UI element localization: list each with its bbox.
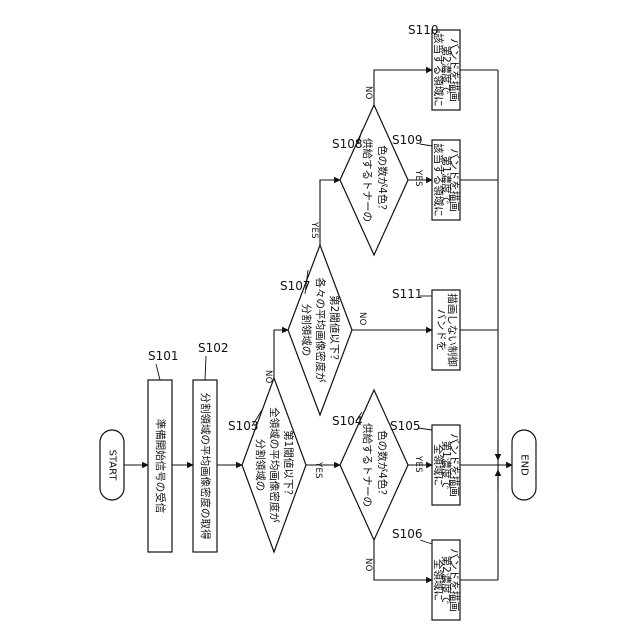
- start-text: START: [107, 450, 118, 482]
- step-s102-text: 分割領域の平均画像密度の取得: [199, 393, 212, 540]
- step-s109-line3: バンドを描画: [448, 148, 461, 212]
- label-s108: S108: [332, 137, 363, 151]
- step-s109: 該当する領域に 第1濃度で バンドを描画: [432, 140, 461, 220]
- label-s106: S106: [392, 527, 423, 541]
- s104-yes-label: YES: [413, 455, 423, 473]
- step-s102: 分割領域の平均画像密度の取得: [193, 380, 217, 552]
- s108-yes-label: YES: [413, 169, 423, 187]
- label-s109: S109: [392, 133, 423, 147]
- leader-s102: [205, 356, 206, 380]
- step-s111-line2: 描画しない制御: [446, 293, 459, 367]
- decision-s108-line1: 供給するトナーの: [361, 138, 374, 222]
- decision-s104: 供給するトナーの 色の数が4色？: [340, 390, 408, 540]
- leader-s101: [156, 364, 160, 380]
- decision-s104-line2: 色の数が4色？: [376, 430, 389, 500]
- label-s104: S104: [332, 414, 363, 428]
- label-s102: S102: [198, 341, 229, 355]
- edge-s103-no: [274, 330, 288, 390]
- s104-no-label: NO: [363, 558, 373, 572]
- label-s103: S103: [228, 419, 259, 433]
- s103-yes-label: YES: [313, 461, 323, 479]
- step-s106-line3: バンドを描画: [448, 548, 461, 612]
- edge-s107-yes: [320, 180, 340, 255]
- edge-s104-no: [374, 540, 432, 580]
- start-terminal: START: [100, 430, 124, 500]
- end-text: END: [519, 454, 530, 476]
- step-s111: バンドを 描画しない制御: [432, 290, 460, 370]
- label-s105: S105: [390, 419, 421, 433]
- step-s101-text: 準備開始信号の受信: [154, 419, 167, 514]
- decision-s103-line1: 分割領域の: [254, 439, 267, 492]
- step-s105: 全領域に 第1濃度で バンドを描画: [432, 425, 461, 505]
- label-s110: S110: [408, 23, 439, 37]
- s108-no-label: NO: [363, 86, 373, 100]
- s103-no-label: NO: [263, 370, 273, 384]
- end-terminal: END: [512, 430, 536, 500]
- label-s101: S101: [148, 349, 179, 363]
- s107-no-label: NO: [357, 312, 367, 326]
- label-s111: S111: [392, 287, 423, 301]
- step-s106: 全領域に 第2濃度で バンドを描画: [432, 540, 461, 620]
- decision-s108: 供給するトナーの 色の数が4色？: [340, 105, 408, 255]
- s107-yes-label: YES: [309, 221, 319, 239]
- edge-s108-no: [374, 70, 432, 105]
- decision-s107-line3: 第2閾値以下？: [328, 295, 341, 365]
- decision-s107-line2: 各々の平均画像密度が: [314, 278, 327, 383]
- step-s101: 準備開始信号の受信: [148, 380, 172, 552]
- decision-s103-line2: 全領域の平均画像密度が: [268, 407, 281, 523]
- decision-s108-line2: 色の数が4色？: [376, 145, 389, 215]
- decision-s107-line1: 分割領域の: [300, 304, 313, 357]
- decision-s103-line3: 第1閾値以下？: [282, 430, 295, 500]
- step-s110-line3: バンドを描画: [448, 38, 461, 102]
- step-s111-line1: バンドを: [435, 309, 447, 352]
- decision-s104-line1: 供給するトナーの: [361, 423, 374, 507]
- step-s105-line3: バンドを描画: [448, 433, 461, 497]
- leader-s106: [420, 540, 432, 544]
- step-s110: 該当する領域に 第2濃度で バンドを描画: [432, 30, 461, 110]
- decision-s107: 分割領域の 各々の平均画像密度が 第2閾値以下？: [288, 245, 352, 415]
- decision-s103: 分割領域の 全領域の平均画像密度が 第1閾値以下？: [242, 378, 306, 552]
